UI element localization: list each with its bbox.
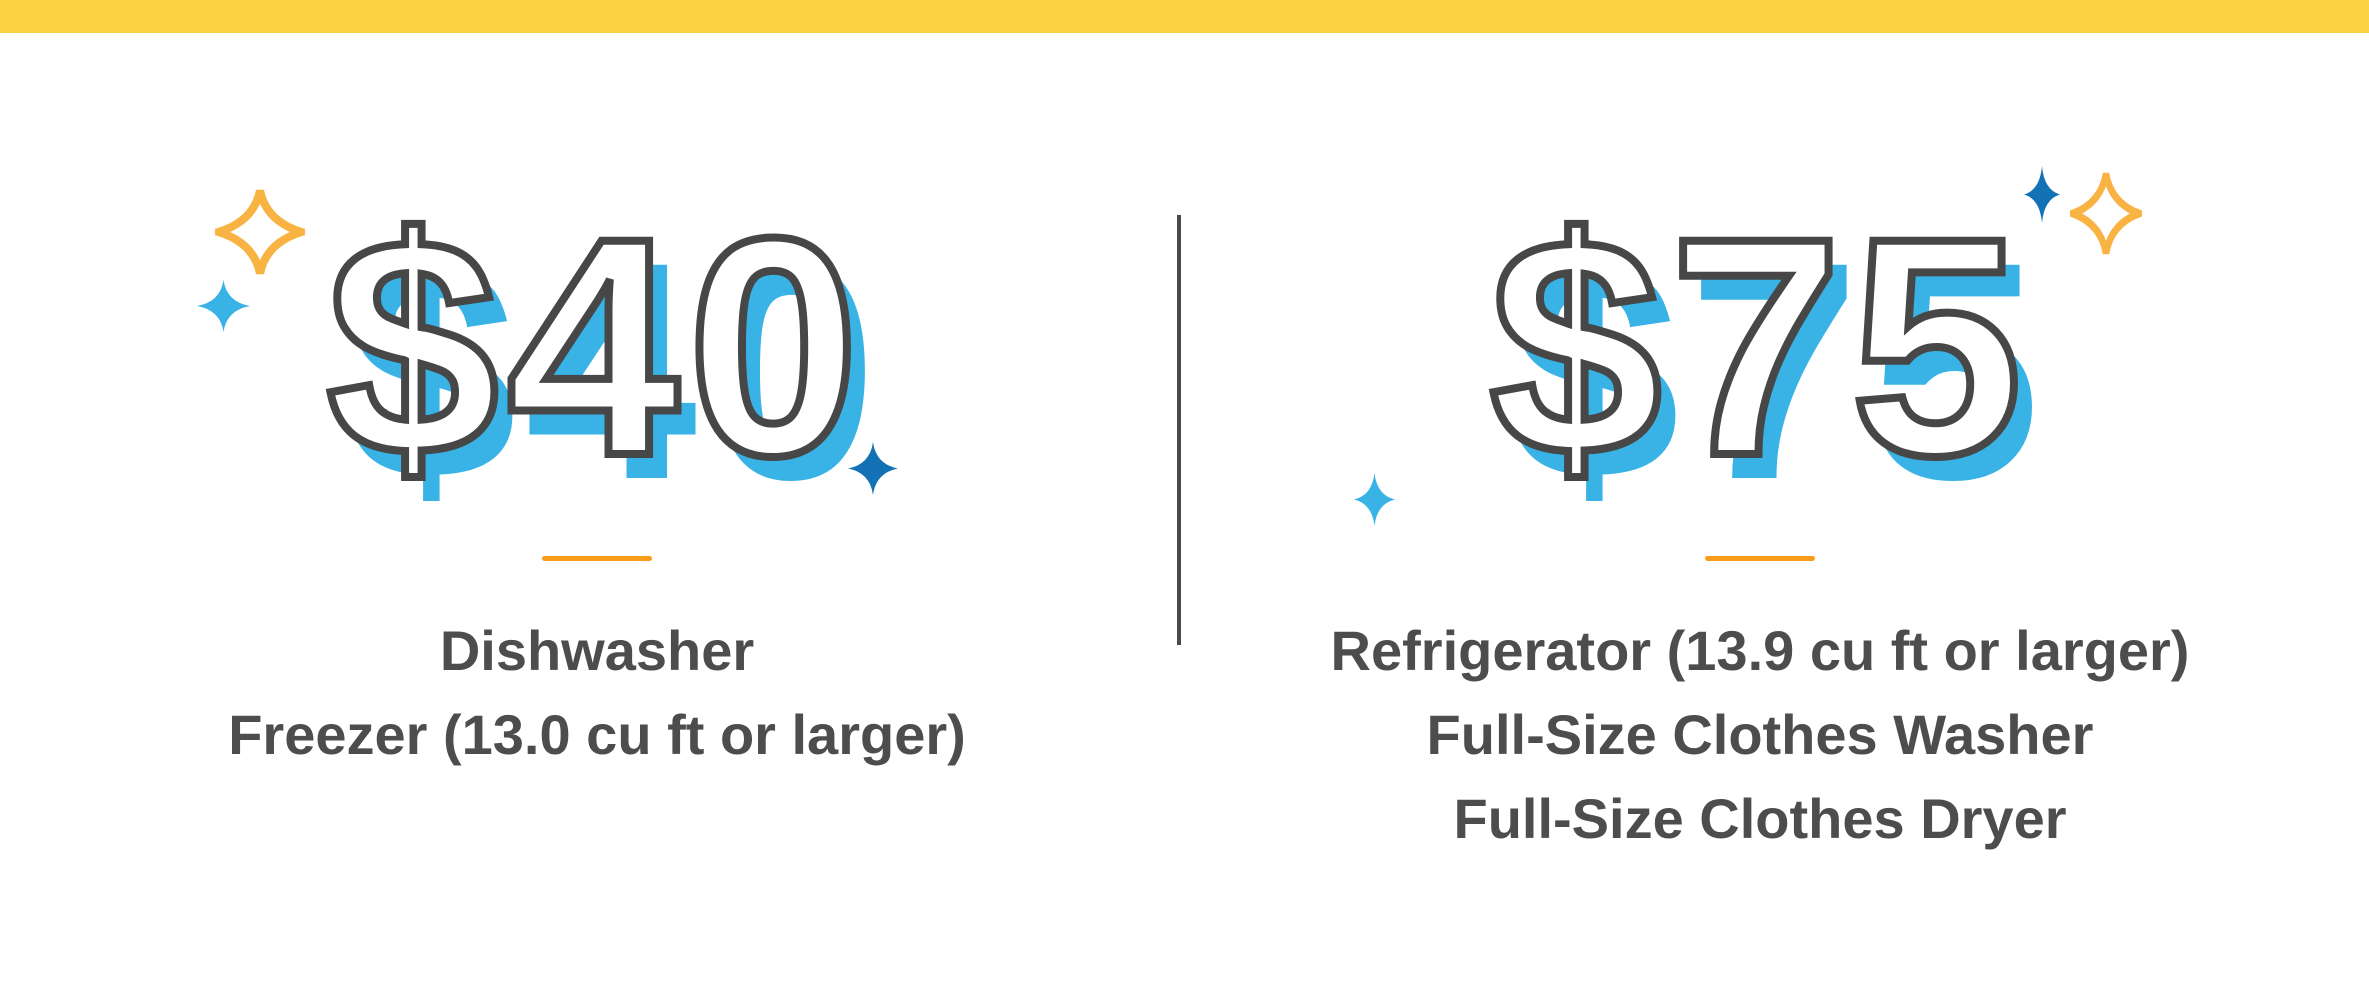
appliance-list: Refrigerator (13.9 cu ft or larger) Full… — [1331, 609, 2190, 861]
appliance-item: Refrigerator (13.9 cu ft or larger) — [1330, 619, 2190, 682]
sparkle-yellow-icon — [215, 189, 305, 275]
appliance-item: Freezer (13.0 cu ft or larger) — [228, 703, 966, 766]
price-fill-text: $75 — [1507, 197, 2049, 544]
top-accent-bar — [0, 0, 2369, 33]
price-underline — [542, 556, 652, 561]
price-artwork-75: $75 $75 — [1285, 150, 2235, 526]
appliance-item: Full-Size Clothes Dryer — [1453, 787, 2067, 850]
appliance-item: Dishwasher — [439, 619, 755, 682]
appliance-list: Dishwasher Freezer (13.0 cu ft or larger… — [228, 609, 966, 777]
price-outline-text: $40 — [322, 173, 868, 520]
price-underline — [1705, 556, 1815, 561]
star-cyan-icon — [1354, 473, 1395, 526]
offer-column-40: $40 $40 Dishwasher Freezer (13.0 cu ft o… — [122, 0, 1072, 777]
price-outline-text: $75 — [1485, 173, 2031, 520]
star-cyan-icon — [197, 280, 250, 332]
star-navy-icon — [848, 442, 898, 495]
sparkle-yellow-icon — [2070, 172, 2142, 255]
star-navy-icon — [2024, 166, 2060, 223]
divider — [1177, 215, 1181, 645]
offer-column-75: $75 $75 Refrigerator (13.9 cu ft or larg… — [1285, 0, 2235, 861]
price-fill-text: $40 — [344, 197, 886, 544]
appliance-item: Full-Size Clothes Washer — [1426, 703, 2094, 766]
price-artwork-40: $40 $40 — [122, 150, 1072, 526]
